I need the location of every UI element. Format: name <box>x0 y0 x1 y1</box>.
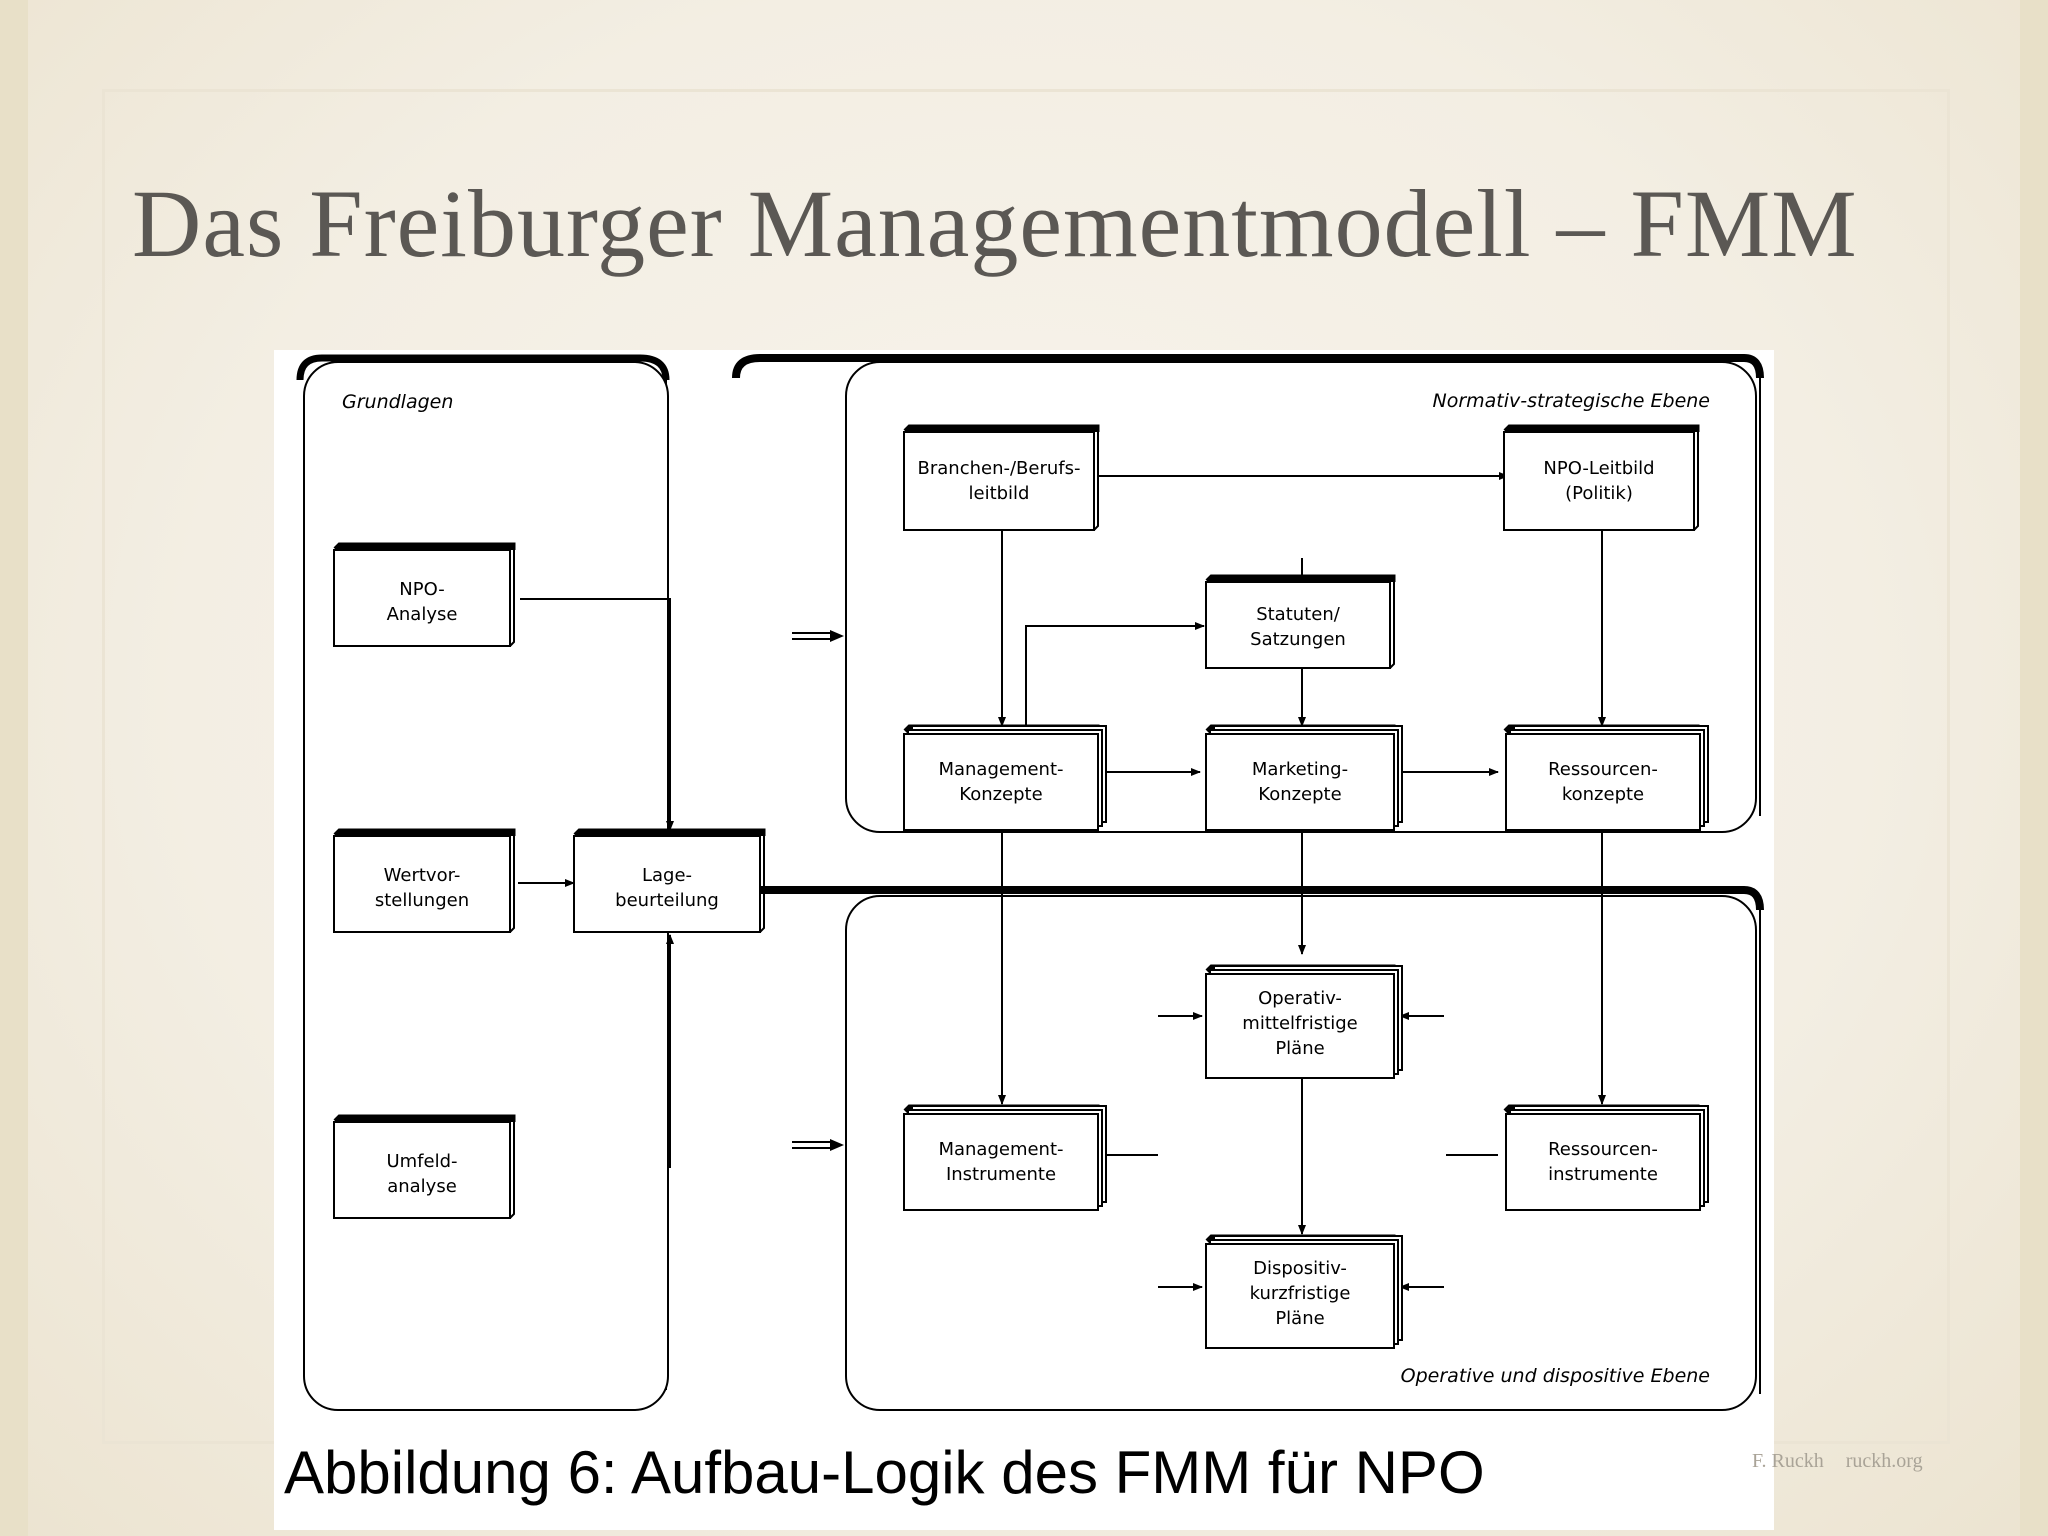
box-label-line: Ressourcen- <box>1548 1139 1658 1160</box>
box-management-instrumente: Management- Instrumente <box>903 1104 1107 1211</box>
figure-caption: Abbildung 6: Aufbau-Logik des FMM für NP… <box>284 1439 1485 1506</box>
box-branchen-leitbild: Branchen-/Berufs- leitbild <box>903 424 1100 531</box>
box-label-line: Statuten/ <box>1256 604 1341 625</box>
connectors <box>518 472 1606 1291</box>
box-label-line: NPO- <box>399 579 444 600</box>
box-label-line: Pläne <box>1275 1308 1324 1329</box>
box-label-line: stellungen <box>375 890 469 911</box>
box-operativ-plaene: Operativ- mittelfristige Pläne <box>1205 964 1403 1079</box>
box-wertvorstellungen: Wertvor- stellungen <box>333 828 516 933</box>
box-label-line: Pläne <box>1275 1038 1324 1059</box>
box-label-line: kurzfristige <box>1250 1283 1351 1304</box>
box-label-line: Operativ- <box>1258 988 1342 1009</box>
box-npo-leitbild: NPO-Leitbild (Politik) <box>1503 424 1700 531</box>
box-label-line: Instrumente <box>946 1164 1056 1185</box>
box-label-line: Dispositiv- <box>1253 1258 1347 1279</box>
box-label-line: Management- <box>938 759 1063 780</box>
box-label-line: Management- <box>938 1139 1063 1160</box>
double-arrow-to-operativ <box>792 1139 844 1151</box>
double-arrow-to-normativ <box>792 630 844 642</box>
box-label-line: Marketing- <box>1252 759 1348 780</box>
box-label-line: Konzepte <box>1258 784 1341 805</box>
box-label-line: NPO-Leitbild <box>1543 458 1654 479</box>
box-label-line: instrumente <box>1548 1164 1658 1185</box>
box-label-line: Analyse <box>387 604 458 625</box>
box-label-line: beurteilung <box>615 890 719 911</box>
box-label-line: mittelfristige <box>1242 1013 1357 1034</box>
fmm-diagram: Grundlagen Normativ-strategische Ebene O… <box>296 354 1764 1411</box>
panel-label-normativ: Normativ-strategische Ebene <box>1432 390 1710 412</box>
box-ressourcen-konzepte: Ressourcen- konzepte <box>1503 724 1709 831</box>
box-ressourcen-instrumente: Ressourcen- instrumente <box>1503 1104 1709 1211</box>
box-label-line: (Politik) <box>1565 483 1633 504</box>
box-label-line: Branchen-/Berufs- <box>918 458 1081 479</box>
slide-title: Das Freiburger Managementmodell – FMM <box>132 170 1858 277</box>
footer-author: F. Ruckh <box>1752 1450 1824 1472</box>
box-label-line: Wertvor- <box>384 865 461 886</box>
box-npo-analyse: NPO- Analyse <box>333 542 516 647</box>
box-dispositiv-plaene: Dispositiv- kurzfristige Pläne <box>1205 1234 1403 1349</box>
panel-label-operativ: Operative und dispositive Ebene <box>1401 1365 1710 1387</box>
fmm-figure: Grundlagen Normativ-strategische Ebene O… <box>274 350 1774 1530</box>
box-lagebeurteilung: Lage- beurteilung <box>573 828 766 933</box>
box-label-line: leitbild <box>969 483 1030 504</box>
box-umfeldanalyse: Umfeld- analyse <box>333 1114 516 1219</box>
box-statuten: Statuten/ Satzungen <box>1205 574 1396 669</box>
slide-footer: F. Ruckh ruckh.org <box>1752 1450 1945 1473</box>
box-label-line: Satzungen <box>1250 629 1346 650</box>
box-label-line: konzepte <box>1562 784 1644 805</box>
box-marketing-konzepte: Marketing- Konzepte <box>1205 724 1403 831</box>
box-label-line: Lage- <box>642 865 692 886</box>
box-label-line: analyse <box>387 1176 457 1197</box>
footer-site: ruckh.org <box>1845 1450 1923 1472</box>
box-label-line: Umfeld- <box>386 1151 457 1172</box>
box-label-line: Konzepte <box>959 784 1042 805</box>
box-management-konzepte: Management- Konzepte <box>903 724 1107 831</box>
panel-label-grundlagen: Grundlagen <box>342 391 453 413</box>
box-label-line: Ressourcen- <box>1548 759 1658 780</box>
